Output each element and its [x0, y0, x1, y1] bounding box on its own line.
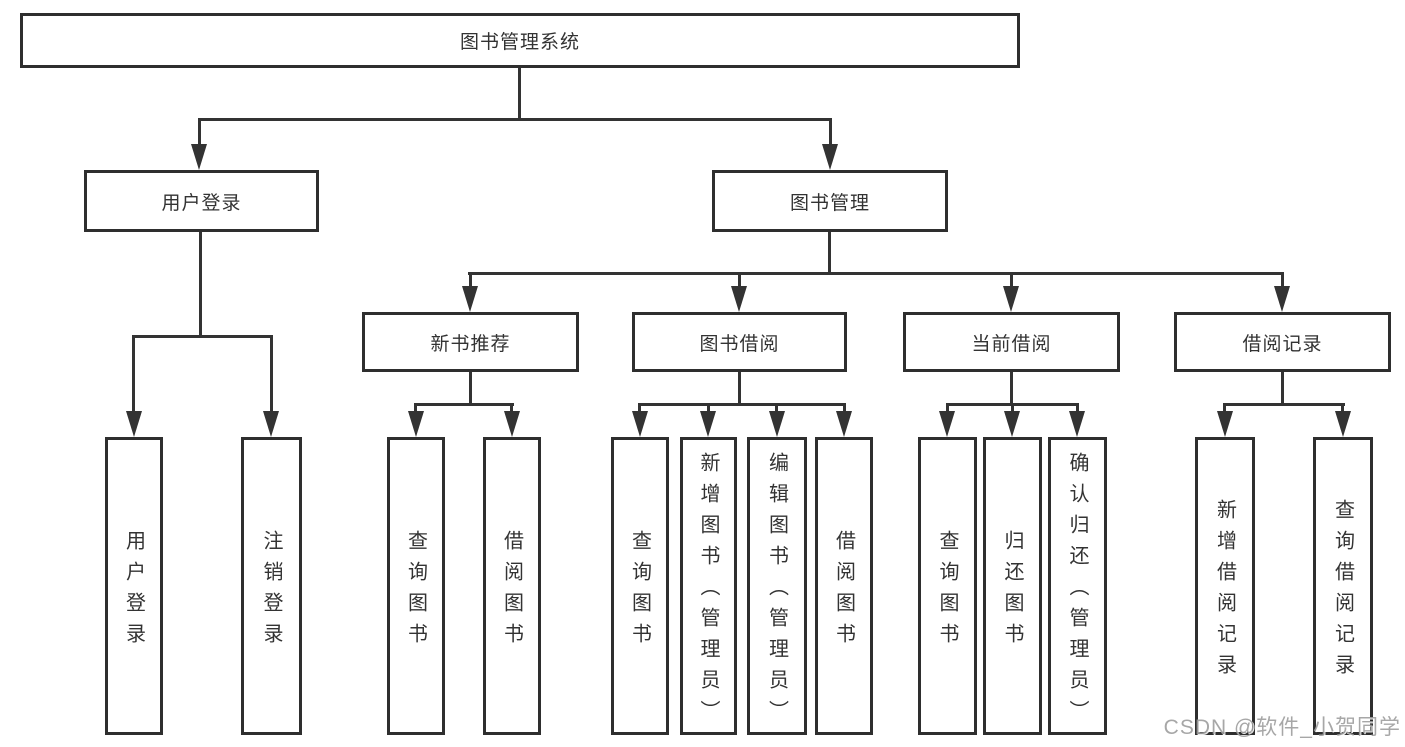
- leaf-add-book-admin: 新增图书（管理员）: [680, 437, 737, 735]
- connector-line: [1341, 403, 1344, 417]
- connector-line: [946, 403, 949, 417]
- arrowhead-down-icon: [769, 411, 785, 437]
- leaf-query-books-borrowing: 查询图书: [611, 437, 669, 735]
- leaf-borrow-books-recommend: 借阅图书: [483, 437, 541, 735]
- node-label: 用户登录: [161, 192, 242, 214]
- leaf-label: 归还图书: [1001, 529, 1023, 654]
- connector-line: [1223, 403, 1345, 406]
- connector-line: [468, 272, 1284, 275]
- connector-line: [469, 372, 472, 406]
- arrowhead-down-icon: [1217, 411, 1233, 437]
- connector-line: [270, 335, 273, 417]
- connector-line: [198, 118, 201, 150]
- leaf-edit-book-admin: 编辑图书（管理员）: [747, 437, 807, 735]
- connector-line: [1010, 372, 1013, 406]
- connector-line: [414, 403, 417, 417]
- arrowhead-down-icon: [731, 286, 747, 312]
- node-library-system: 图书管理系统: [20, 13, 1020, 68]
- leaf-query-borrow-record: 查询借阅记录: [1313, 437, 1373, 735]
- arrowhead-down-icon: [462, 286, 478, 312]
- node-user-login: 用户登录: [84, 170, 319, 232]
- connector-line: [518, 68, 521, 121]
- arrowhead-down-icon: [191, 144, 207, 170]
- node-label: 借阅记录: [1242, 333, 1323, 355]
- leaf-logout: 注销登录: [241, 437, 302, 735]
- connector-line: [843, 403, 846, 417]
- connector-line: [1281, 272, 1284, 292]
- arrowhead-down-icon: [632, 411, 648, 437]
- leaf-label: 确认归还（管理员）: [1066, 452, 1088, 731]
- arrowhead-down-icon: [1003, 286, 1019, 312]
- connector-line: [638, 403, 641, 417]
- arrowhead-down-icon: [1335, 411, 1351, 437]
- node-label: 新书推荐: [430, 333, 511, 355]
- leaf-label: 编辑图书（管理员）: [765, 452, 788, 731]
- connector-line: [738, 272, 741, 292]
- connector-line: [414, 403, 514, 406]
- arrowhead-down-icon: [700, 411, 716, 437]
- leaf-query-books-recommend: 查询图书: [387, 437, 445, 735]
- node-book-management: 图书管理: [712, 170, 948, 232]
- arrowhead-down-icon: [939, 411, 955, 437]
- leaf-confirm-return-admin: 确认归还（管理员）: [1048, 437, 1107, 735]
- leaf-label: 新增图书（管理员）: [697, 452, 719, 731]
- leaf-label: 借阅图书: [832, 529, 855, 654]
- connector-line: [829, 118, 832, 150]
- connector-line: [1223, 403, 1226, 417]
- arrowhead-down-icon: [822, 144, 838, 170]
- arrowhead-down-icon: [408, 411, 424, 437]
- arrowhead-down-icon: [504, 411, 520, 437]
- csdn-watermark: CSDN @软件_小贺同学: [1163, 716, 1401, 739]
- leaf-label: 注销登录: [260, 529, 282, 654]
- node-current-borrowing: 当前借阅: [903, 312, 1120, 372]
- leaf-label: 用户登录: [122, 529, 145, 654]
- leaf-query-books-current: 查询图书: [918, 437, 977, 735]
- connector-line: [828, 232, 831, 275]
- node-new-book-recommendation: 新书推荐: [362, 312, 579, 372]
- leaf-borrow-books-borrowing: 借阅图书: [815, 437, 873, 735]
- node-borrowing-records: 借阅记录: [1174, 312, 1391, 372]
- arrowhead-down-icon: [836, 411, 852, 437]
- leaf-return-books: 归还图书: [983, 437, 1042, 735]
- leaf-label: 查询图书: [404, 529, 427, 654]
- arrowhead-down-icon: [1069, 411, 1085, 437]
- leaf-user-login: 用户登录: [105, 437, 163, 735]
- connector-line: [132, 335, 273, 338]
- connector-line: [469, 272, 472, 292]
- connector-line: [1076, 403, 1079, 417]
- arrowhead-down-icon: [126, 411, 142, 437]
- node-label: 图书管理系统: [459, 32, 580, 53]
- connector-line: [738, 372, 741, 406]
- connector-line: [198, 118, 832, 121]
- connector-line: [638, 403, 846, 406]
- connector-line: [199, 232, 202, 338]
- connector-line: [775, 403, 778, 417]
- arrowhead-down-icon: [263, 411, 279, 437]
- leaf-add-borrow-record: 新增借阅记录: [1195, 437, 1255, 735]
- leaf-label: 借阅图书: [500, 529, 523, 654]
- connector-line: [510, 403, 513, 417]
- leaf-label: 查询借阅记录: [1331, 498, 1354, 685]
- arrowhead-down-icon: [1004, 411, 1020, 437]
- leaf-label: 新增借阅记录: [1213, 498, 1236, 685]
- connector-line: [1010, 272, 1013, 292]
- leaf-label: 查询图书: [628, 529, 651, 654]
- connector-line: [707, 403, 710, 417]
- node-label: 当前借阅: [971, 333, 1052, 355]
- connector-line: [1011, 403, 1014, 417]
- connector-line: [1281, 372, 1284, 406]
- node-book-borrowing: 图书借阅: [632, 312, 847, 372]
- connector-line: [132, 335, 135, 417]
- node-label: 图书管理: [789, 192, 870, 214]
- node-label: 图书借阅: [699, 333, 780, 355]
- leaf-label: 查询图书: [936, 529, 958, 654]
- arrowhead-down-icon: [1274, 286, 1290, 312]
